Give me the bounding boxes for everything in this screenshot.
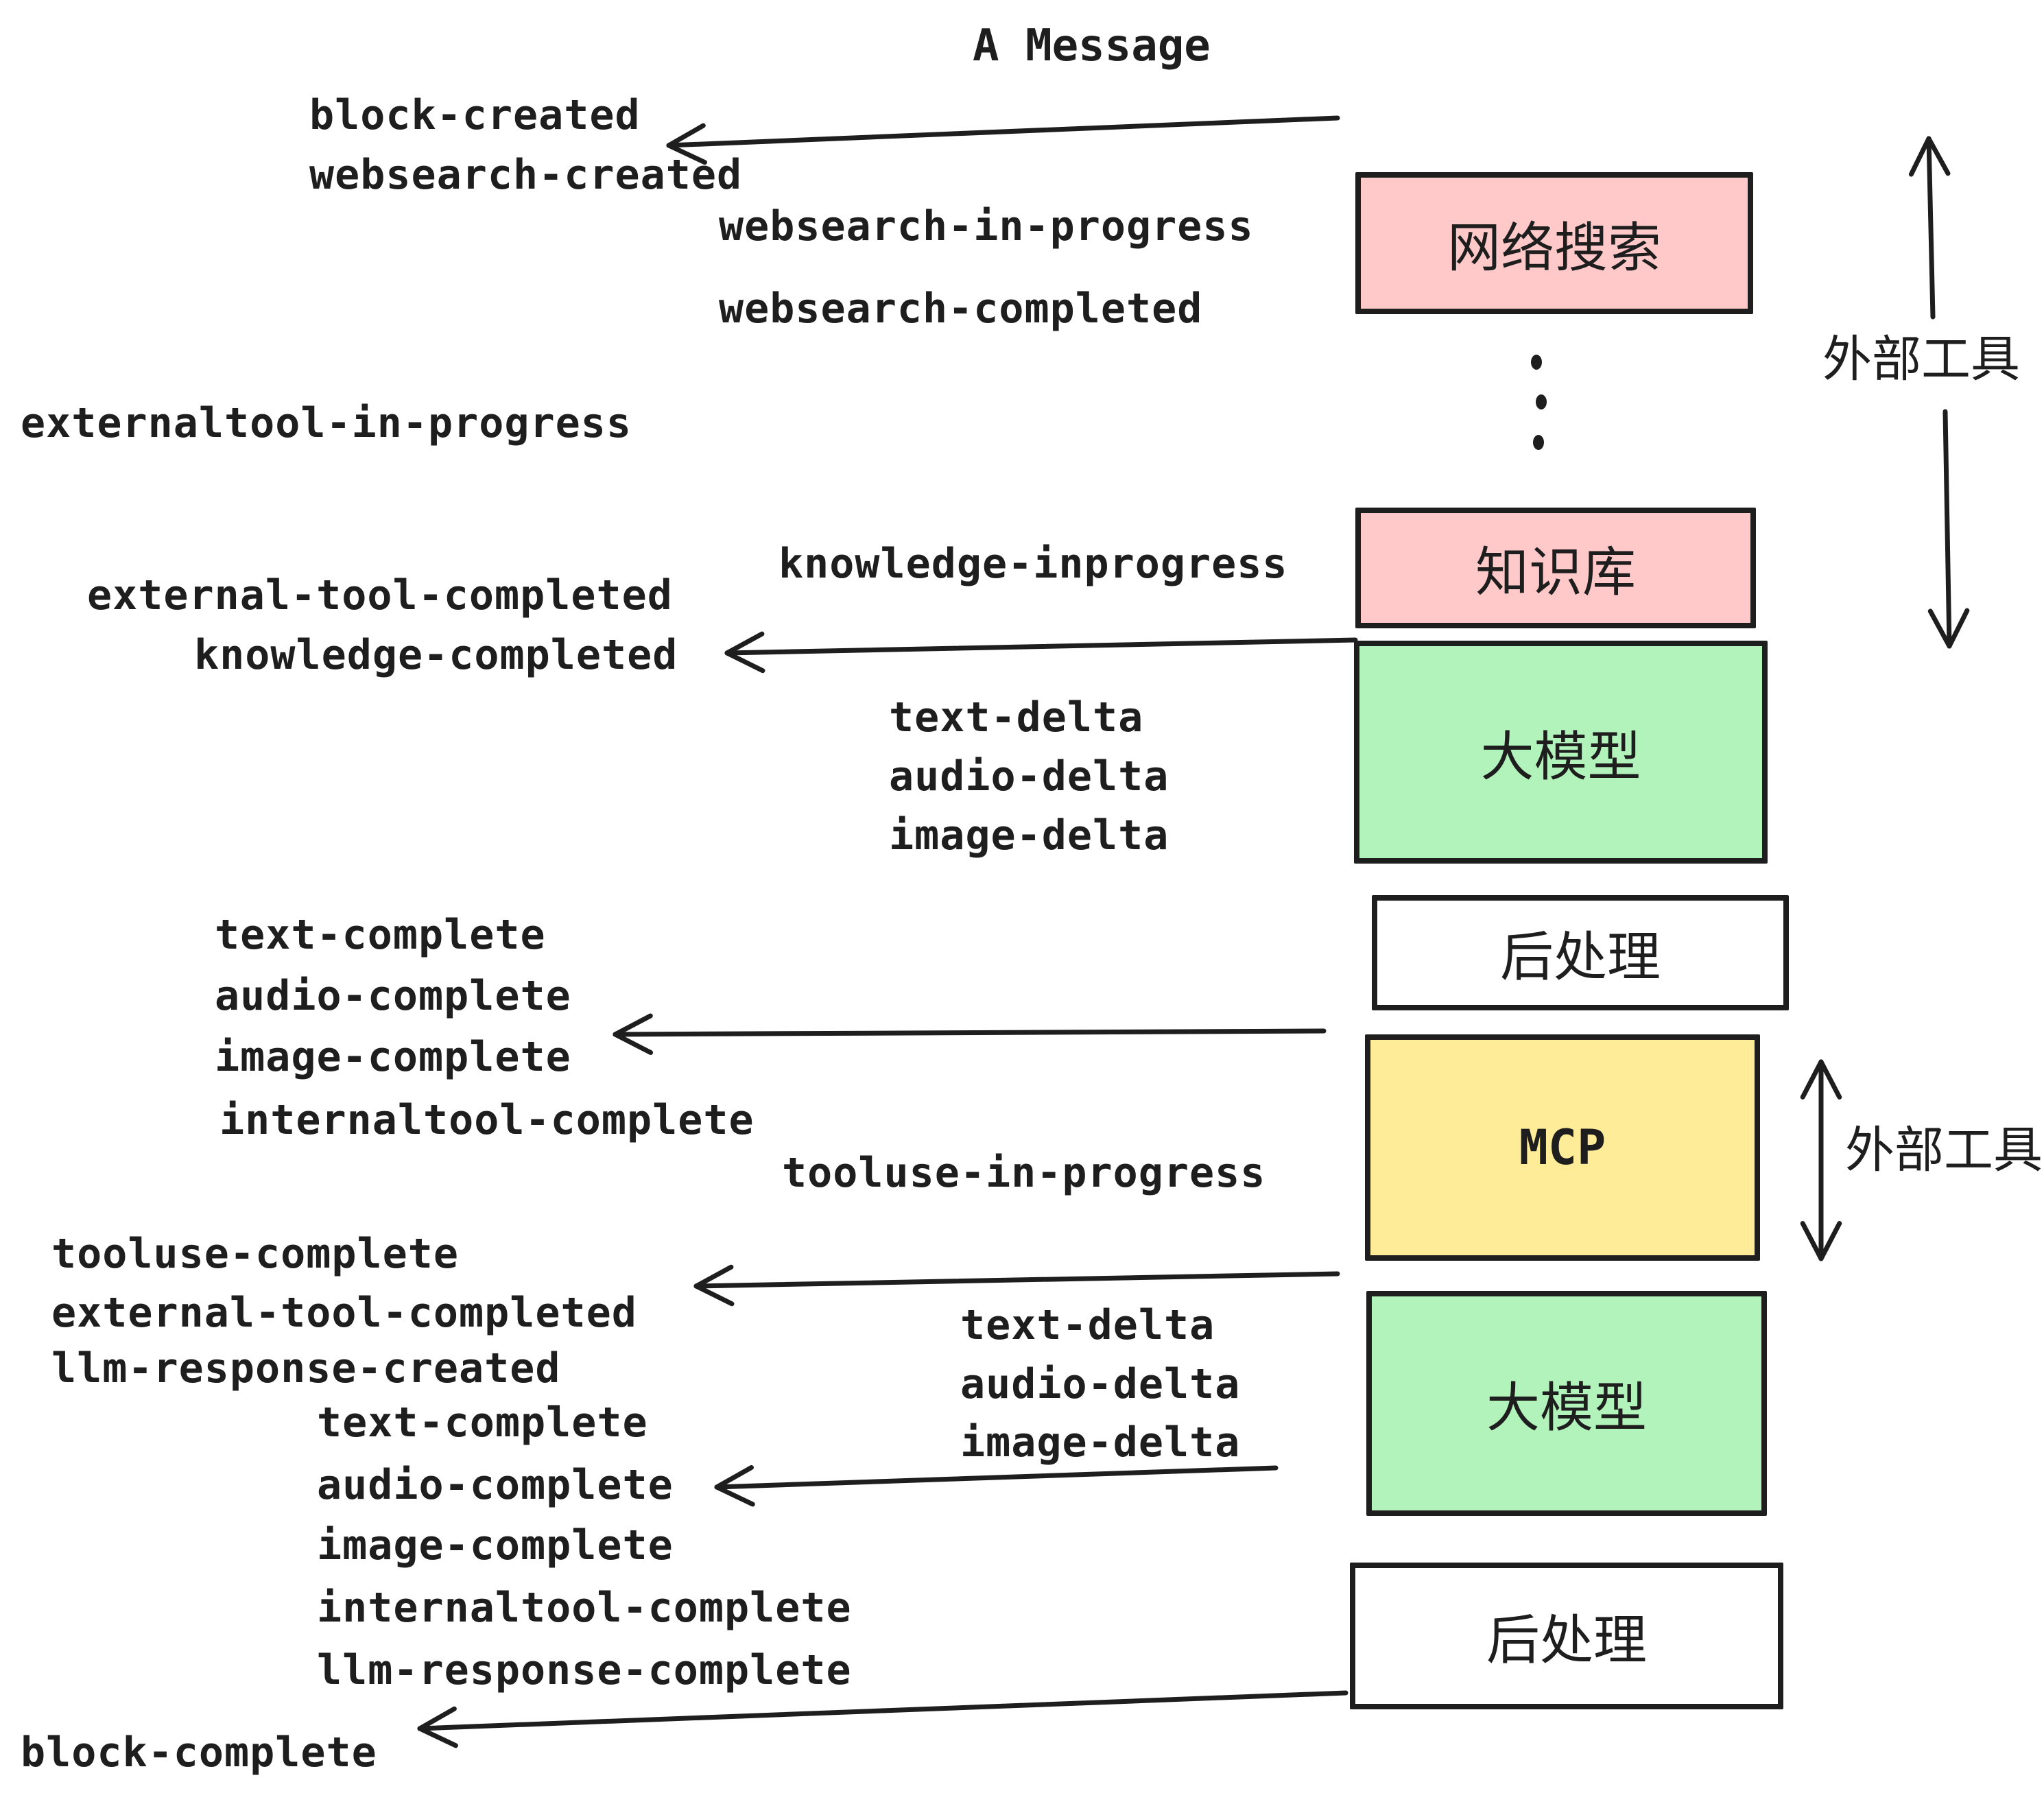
llm-box-2-label: 大模型 bbox=[1486, 1377, 1647, 1439]
mcp-box-label: MCP bbox=[1519, 1119, 1606, 1176]
postprocess-box-1-label: 后处理 bbox=[1499, 927, 1661, 988]
diagram-title: A Message bbox=[973, 21, 1211, 71]
arrow-to-block-complete bbox=[417, 1690, 1348, 1748]
arrow-to-tooluse-complete bbox=[693, 1264, 1340, 1307]
event-label-websearch-created: websearch-created bbox=[309, 151, 743, 199]
event-label-audio-complete-2: audio-complete bbox=[317, 1461, 674, 1509]
llm-box-1-label: 大模型 bbox=[1480, 726, 1641, 788]
event-label-audio-delta-2: audio-delta bbox=[960, 1360, 1241, 1408]
arrow-to-knowledge-completed bbox=[724, 631, 1358, 674]
event-label-block-created: block-created bbox=[309, 91, 641, 139]
event-label-image-delta-1: image-delta bbox=[889, 811, 1169, 859]
event-label-image-delta-2: image-delta bbox=[960, 1419, 1241, 1467]
ellipsis-dot-1 bbox=[1531, 355, 1542, 370]
arrow-to-websearch-created bbox=[666, 115, 1340, 165]
llm-box-1: 大模型 bbox=[1354, 641, 1768, 864]
external-tools-arrow-down bbox=[1927, 409, 1970, 649]
external-tools-arrow-up bbox=[1908, 136, 1951, 320]
event-label-tooluse-in-progress: tooluse-in-progress bbox=[782, 1149, 1266, 1197]
arrow-to-image-complete bbox=[613, 1013, 1327, 1056]
llm-box-2: 大模型 bbox=[1366, 1291, 1767, 1516]
event-label-externaltool-in-progress: externaltool-in-progress bbox=[21, 399, 632, 447]
postprocess-box-2-label: 后处理 bbox=[1486, 1610, 1647, 1672]
event-label-llm-response-created: llm-response-created bbox=[51, 1344, 561, 1392]
postprocess-box-1: 后处理 bbox=[1372, 895, 1789, 1010]
external-tools-label-1: 外部工具 bbox=[1822, 330, 2021, 388]
event-label-block-complete: block-complete bbox=[21, 1729, 377, 1777]
event-label-websearch-in-progress: websearch-in-progress bbox=[719, 202, 1254, 250]
event-label-knowledge-inprogress: knowledge-inprogress bbox=[779, 540, 1288, 588]
mcp-box: MCP bbox=[1365, 1034, 1760, 1261]
external-tools-label-2: 外部工具 bbox=[1845, 1121, 2043, 1179]
event-label-audio-delta-1: audio-delta bbox=[889, 752, 1169, 800]
event-label-image-complete-1: image-complete bbox=[215, 1033, 571, 1081]
postprocess-box-2: 后处理 bbox=[1350, 1563, 1783, 1709]
event-label-text-complete-2: text-complete bbox=[317, 1399, 648, 1447]
ellipsis-dot-2 bbox=[1536, 394, 1547, 410]
event-label-websearch-completed: websearch-completed bbox=[719, 285, 1203, 333]
event-label-external-tool-completed-1: external-tool-completed bbox=[87, 571, 673, 619]
event-label-audio-complete-1: audio-complete bbox=[215, 972, 571, 1020]
event-label-image-complete-2: image-complete bbox=[317, 1521, 674, 1569]
knowledge-box-label: 知识库 bbox=[1475, 542, 1636, 604]
arrow-to-audio-complete bbox=[714, 1464, 1279, 1507]
event-label-internaltool-complete-1: internaltool-complete bbox=[219, 1096, 754, 1144]
ellipsis-dot-3 bbox=[1533, 435, 1544, 450]
event-label-text-complete-1: text-complete bbox=[215, 911, 546, 959]
event-label-internaltool-complete-2: internaltool-complete bbox=[317, 1584, 852, 1632]
event-label-text-delta-1: text-delta bbox=[889, 693, 1144, 741]
event-label-knowledge-completed: knowledge-completed bbox=[194, 631, 678, 679]
event-label-tooluse-complete: tooluse-complete bbox=[51, 1230, 459, 1278]
websearch-box-label: 网络搜索 bbox=[1447, 217, 1661, 279]
event-label-llm-response-complete: llm-response-complete bbox=[317, 1646, 852, 1694]
websearch-box: 网络搜索 bbox=[1355, 172, 1753, 314]
mcp-double-arrow bbox=[1800, 1059, 1842, 1261]
event-label-text-delta-2: text-delta bbox=[960, 1301, 1215, 1349]
event-label-external-tool-completed-2: external-tool-completed bbox=[51, 1289, 637, 1337]
knowledge-box: 知识库 bbox=[1355, 508, 1756, 628]
